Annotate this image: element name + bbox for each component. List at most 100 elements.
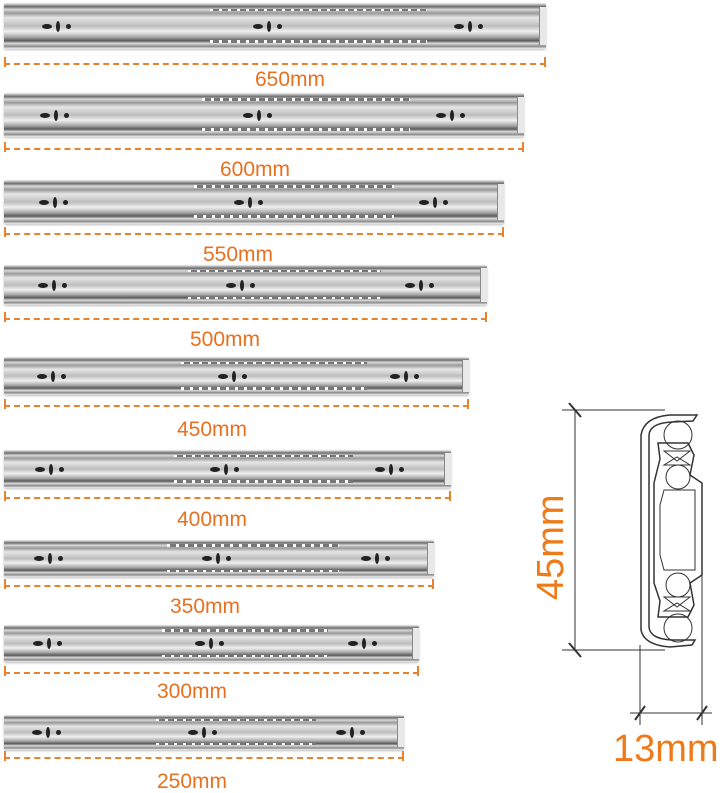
- height-dimension-label: 45mm: [530, 494, 572, 600]
- ball-bearing-track: [201, 98, 410, 101]
- rail-end-cap: [444, 453, 451, 485]
- length-dimension-line: [4, 757, 404, 759]
- mounting-hole: [212, 730, 217, 735]
- ball-bearing-track: [180, 361, 367, 364]
- mounting-hole: [201, 556, 212, 561]
- drawer-slide-rail: [4, 357, 469, 395]
- length-dimension-line: [4, 233, 504, 235]
- drawer-slide-rail: [4, 265, 487, 305]
- length-label: 500mm: [189, 328, 261, 351]
- mounting-hole: [243, 112, 254, 118]
- mounting-hole: [250, 282, 256, 288]
- mounting-hole: [36, 373, 47, 379]
- rail-end-cap: [497, 183, 504, 221]
- length-label: 550mm: [202, 243, 274, 266]
- length-dimension-line: [4, 672, 419, 674]
- mounting-hole: [449, 109, 454, 121]
- mounting-hole: [50, 370, 55, 382]
- dimension-tick: [4, 399, 6, 409]
- length-label: 450mm: [176, 418, 248, 441]
- mounting-hole: [435, 112, 446, 118]
- length-dimension-line: [4, 63, 546, 65]
- mounting-hole: [419, 199, 429, 205]
- mounting-hole: [48, 553, 53, 564]
- mounting-hole: [459, 112, 465, 118]
- dimension-tick: [522, 142, 524, 152]
- mounting-hole: [477, 23, 483, 29]
- mounting-hole: [57, 641, 63, 646]
- mounting-hole: [225, 556, 231, 561]
- mounting-hole: [202, 727, 206, 738]
- dimension-tick: [449, 491, 451, 501]
- drawer-slide-rail: [4, 93, 524, 137]
- mounting-hole: [55, 20, 60, 32]
- mounting-hole: [40, 112, 51, 118]
- mounting-hole: [267, 20, 272, 32]
- mounting-hole: [428, 282, 434, 288]
- ball-bearing-track: [156, 743, 316, 746]
- mounting-hole: [218, 641, 224, 646]
- ball-bearing-track: [173, 480, 353, 483]
- rail-end-cap: [480, 268, 487, 302]
- mounting-hole: [61, 282, 67, 288]
- cross-section-drawing: [562, 402, 712, 725]
- mounting-hole: [248, 196, 252, 208]
- mounting-hole: [46, 727, 50, 738]
- mounting-hole: [443, 199, 448, 205]
- ball-bearing-track: [161, 629, 328, 632]
- ball-bearing-track: [209, 8, 427, 12]
- mounting-hole: [33, 641, 44, 646]
- rail-end-cap: [397, 717, 404, 748]
- rail-end-cap: [412, 627, 419, 660]
- mounting-hole: [32, 730, 42, 735]
- length-label: 650mm: [254, 68, 326, 91]
- drawer-slide-rail: [4, 715, 404, 750]
- dimension-tick: [502, 227, 504, 237]
- drawer-slide-rail: [4, 625, 419, 662]
- dimension-tick: [4, 57, 6, 67]
- mounting-hole: [258, 199, 263, 205]
- ball-bearing-track: [167, 569, 340, 572]
- mounting-hole: [58, 556, 64, 561]
- dimension-tick: [4, 751, 6, 761]
- dimension-tick: [485, 312, 487, 322]
- mounting-hole: [404, 282, 415, 288]
- rail-end-cap: [539, 6, 546, 46]
- ball-bearing-track: [161, 654, 328, 657]
- mounting-hole: [54, 109, 59, 121]
- mounting-hole: [257, 109, 262, 121]
- dimension-tick: [4, 491, 6, 501]
- mounting-hole: [336, 730, 346, 735]
- mounting-hole: [217, 373, 228, 379]
- mounting-hole: [253, 23, 264, 29]
- mounting-hole: [240, 279, 245, 291]
- mounting-hole: [375, 466, 385, 472]
- drawer-slide-rail: [4, 450, 451, 488]
- ball-bearing-track: [167, 544, 340, 547]
- dimension-tick: [4, 312, 6, 322]
- ball-bearing-track: [180, 387, 367, 390]
- length-dimension-line: [4, 148, 524, 150]
- ball-bearing-track: [194, 185, 394, 188]
- mounting-hole: [433, 196, 437, 208]
- mounting-hole: [372, 641, 378, 646]
- drawer-slide-rail: [4, 180, 504, 224]
- length-label: 400mm: [176, 508, 248, 531]
- mounting-hole: [47, 638, 52, 649]
- drawer-slide-rail: [4, 3, 546, 49]
- mounting-hole: [223, 463, 228, 475]
- mounting-hole: [194, 641, 205, 646]
- length-label: 350mm: [169, 595, 241, 618]
- drawer-slide-rail: [4, 540, 434, 577]
- mounting-hole: [389, 373, 400, 379]
- mounting-hole: [234, 199, 244, 205]
- mounting-hole: [467, 20, 472, 32]
- dimension-tick: [4, 142, 6, 152]
- mounting-hole: [37, 282, 48, 288]
- mounting-hole: [188, 730, 198, 735]
- length-label: 250mm: [156, 770, 228, 793]
- mounting-hole: [41, 23, 52, 29]
- mounting-hole: [64, 112, 70, 118]
- dimension-tick: [432, 579, 434, 589]
